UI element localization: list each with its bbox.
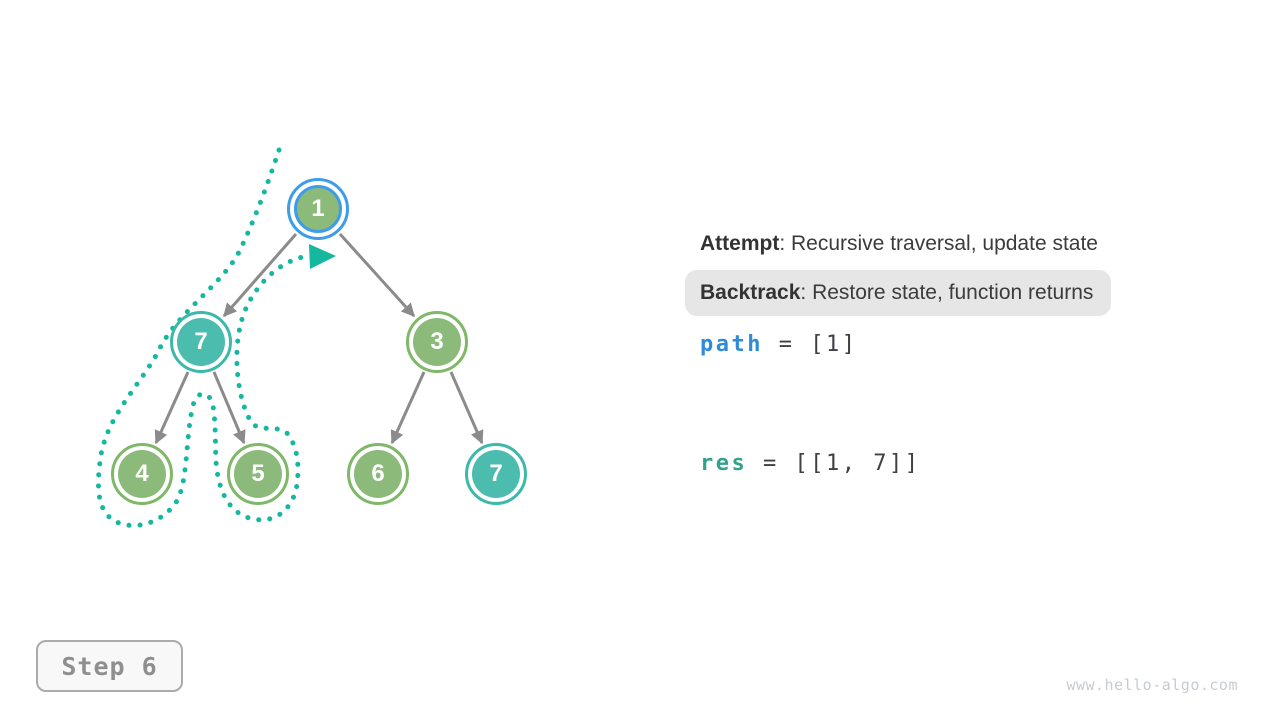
attempt-legend-line: Attempt: Recursive traversal, update sta… (700, 231, 1098, 257)
backtrack-legend-pill: Backtrack: Restore state, function retur… (685, 270, 1112, 316)
attempt-description: : Recursive traversal, update state (779, 232, 1098, 255)
path-variable-line: path = [1] (700, 332, 857, 358)
attempt-label: Attempt (700, 232, 780, 255)
edge-7-4 (154, 371, 190, 445)
tree-node-circle: 4 (118, 450, 166, 498)
site-watermark: www.hello-algo.com (1066, 676, 1238, 694)
tree-node-3: 3 (406, 311, 468, 373)
res-value: = [[1, 7]] (747, 451, 921, 476)
tree-node-7-right: 7 (465, 443, 527, 505)
backtrack-label: Backtrack (700, 281, 801, 304)
backtrack-description: : Restore state, function returns (800, 281, 1094, 304)
edge-1-7 (222, 233, 298, 318)
tree-node-circle: 7 (472, 450, 520, 498)
tree-node-circle: 6 (354, 450, 402, 498)
tree-node-4: 4 (111, 443, 173, 505)
tree-node-label: 1 (311, 195, 325, 222)
edge-3-6 (390, 371, 426, 445)
tree-node-circle: 1 (294, 185, 342, 233)
tree-node-label: 6 (371, 460, 385, 487)
tree-node-5: 5 (227, 443, 289, 505)
tree-node-1-current: 1 (287, 178, 349, 240)
step-counter-badge: Step 6 (36, 640, 183, 692)
res-keyword: res (700, 451, 748, 476)
tree-node-6: 6 (347, 443, 409, 505)
backtrack-arrowhead (309, 244, 336, 269)
tree-node-circle: 3 (413, 318, 461, 366)
res-variable-line: res = [[1, 7]] (700, 451, 920, 477)
edge-7-5 (212, 371, 246, 445)
tree-node-label: 5 (251, 460, 265, 487)
tree-node-label: 3 (430, 328, 444, 355)
tree-node-circle: 7 (177, 318, 225, 366)
edge-1-3 (338, 232, 416, 318)
tree-node-label: 7 (489, 460, 503, 487)
tree-node-7-left: 7 (170, 311, 232, 373)
path-value: = [1] (762, 332, 858, 357)
edge-3-7 (449, 371, 484, 445)
path-keyword: path (700, 332, 763, 357)
tree-node-label: 4 (135, 460, 149, 487)
tree-node-circle: 5 (234, 450, 282, 498)
tree-node-label: 7 (194, 328, 208, 355)
